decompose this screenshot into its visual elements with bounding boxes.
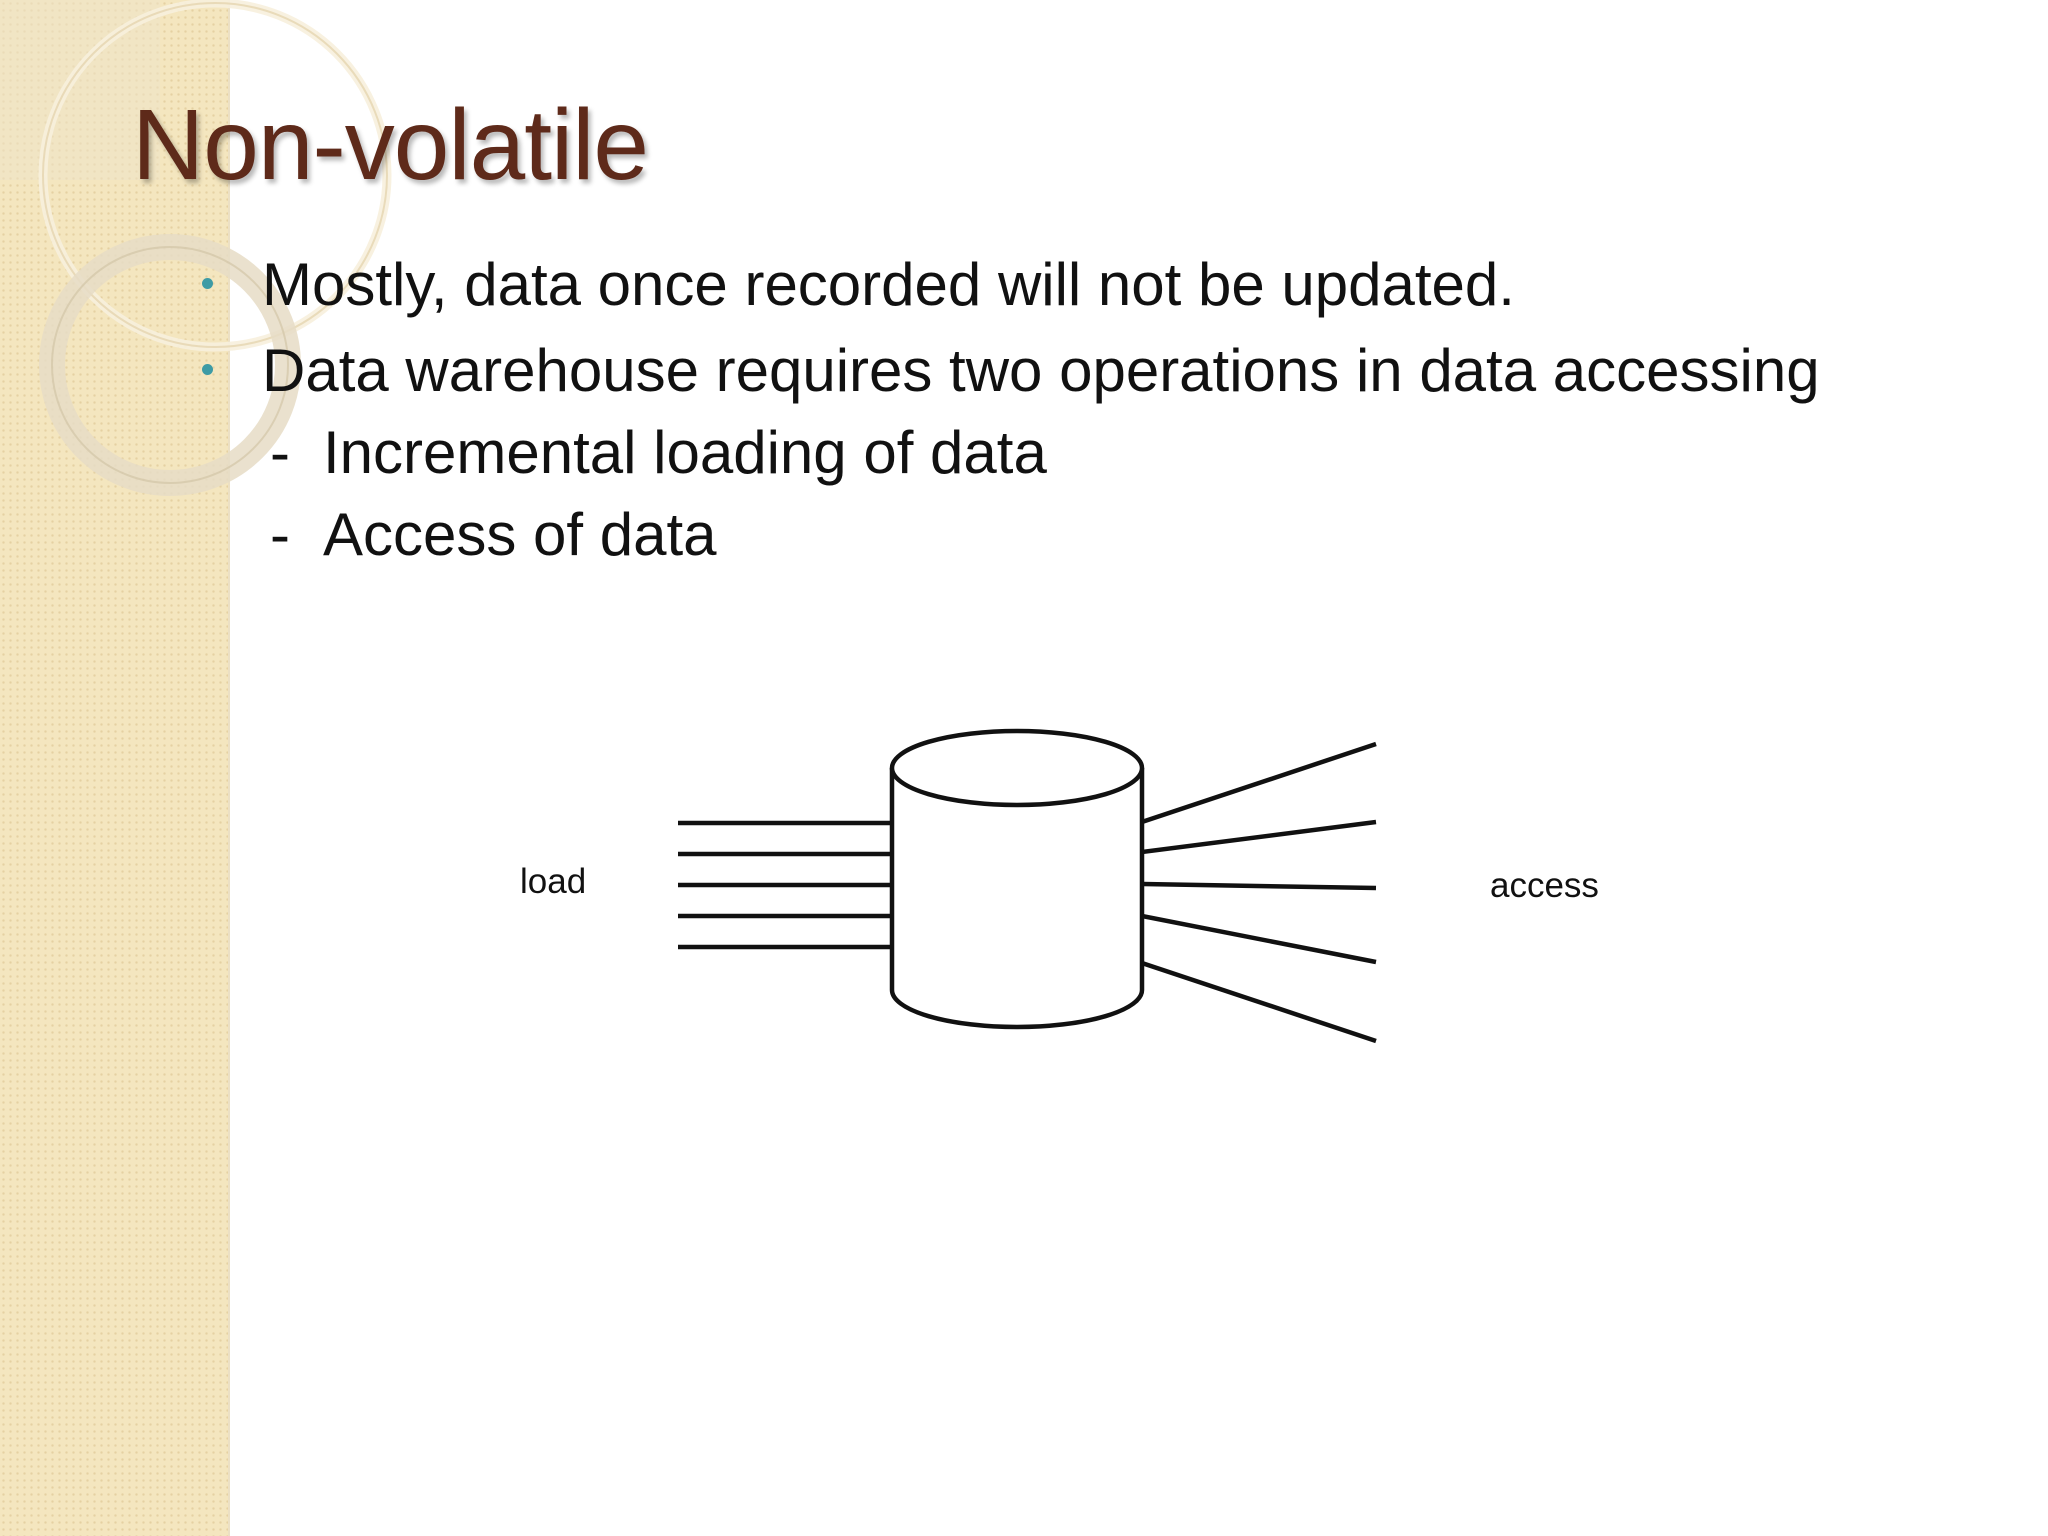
- database-cylinder-top: [889, 728, 1145, 808]
- sub-item-dash: -: [270, 501, 290, 568]
- bullet-dot-icon: [202, 278, 213, 289]
- access-line: [1141, 881, 1377, 891]
- decorative-rings: [0, 0, 392, 496]
- sub-item-dash: -: [270, 419, 290, 486]
- access-line: [1141, 960, 1377, 1044]
- access-line: [1141, 741, 1377, 825]
- load-label: load: [520, 862, 587, 901]
- access-line: [1141, 913, 1377, 965]
- sub-item-text: Incremental loading of data: [323, 419, 1047, 486]
- access-label: access: [1490, 866, 1599, 905]
- slide-title: Non-volatile: [132, 89, 649, 201]
- access-line: [1141, 819, 1377, 855]
- bullet-text: Mostly, data once recorded will not be u…: [262, 251, 1515, 318]
- bullet-dot-icon: [202, 364, 213, 375]
- sub-item-text: Access of data: [323, 501, 717, 568]
- bullet-text: Data warehouse requires two operations i…: [262, 337, 1820, 404]
- database-cylinder-body: [889, 768, 1145, 1030]
